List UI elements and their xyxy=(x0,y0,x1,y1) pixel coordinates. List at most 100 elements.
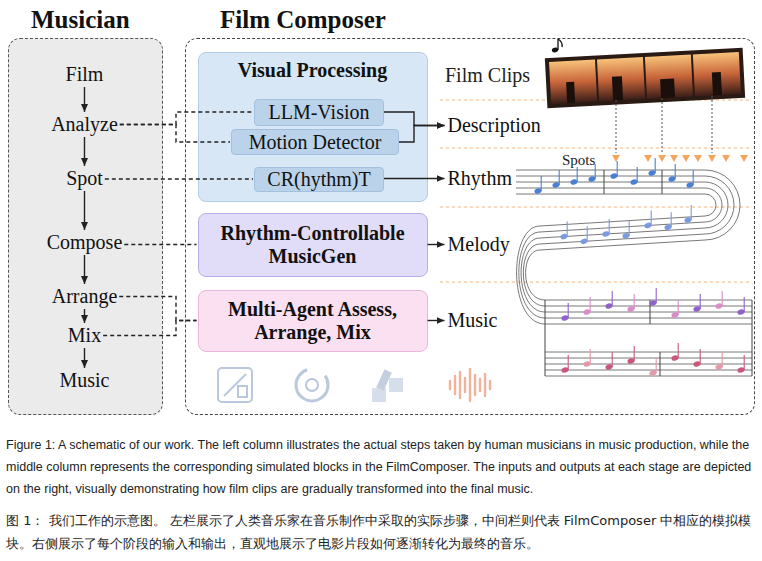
step-label: Analyze xyxy=(49,113,120,136)
note-stem xyxy=(568,355,569,370)
leader-line xyxy=(712,96,713,153)
wave-bar xyxy=(459,372,461,398)
film-frame xyxy=(549,60,597,104)
note-stem xyxy=(634,346,635,361)
note-stem xyxy=(691,205,692,220)
flow-arrow xyxy=(84,137,85,166)
module-title: Visual Processing xyxy=(199,59,427,82)
music-note xyxy=(737,297,746,316)
label-text: Analyze xyxy=(51,113,118,136)
output-label: Description xyxy=(446,114,543,137)
wave-bar xyxy=(454,376,456,394)
flow-arrow xyxy=(384,178,445,179)
note-stem xyxy=(590,349,591,364)
output-label: Melody xyxy=(446,233,512,256)
step-label: Music xyxy=(58,369,112,392)
label-text: Mix xyxy=(68,324,101,347)
film-strip xyxy=(545,48,745,108)
output-label: Music xyxy=(446,309,500,332)
wave-bar xyxy=(479,379,481,391)
note-stem xyxy=(559,170,560,185)
note-stem xyxy=(656,288,657,303)
step-label: Mix xyxy=(66,324,103,347)
label-text: Description xyxy=(448,114,541,137)
wave-bar xyxy=(474,375,476,395)
column-panel: MusicianFilmAnalyzeSpotComposeArrangeMix… xyxy=(8,38,163,415)
label-text: Spot xyxy=(66,167,103,190)
note-stem xyxy=(612,291,613,306)
staff-line xyxy=(545,364,752,365)
staff-line xyxy=(545,352,752,353)
music-note xyxy=(561,303,570,322)
note-stem xyxy=(722,352,723,367)
note-stem xyxy=(612,352,613,367)
note-stem xyxy=(655,158,656,173)
label-text: Rhythm xyxy=(448,167,512,190)
note-stem xyxy=(557,39,558,50)
clip-label: Film Clips xyxy=(445,64,530,87)
film-frame xyxy=(597,57,645,101)
note-stem xyxy=(656,358,657,373)
staff-line xyxy=(545,376,752,377)
panel-heading: Musician xyxy=(31,6,130,35)
music-note xyxy=(737,355,746,374)
bar-line xyxy=(660,352,661,376)
note-stem xyxy=(700,294,701,309)
submodule-box: LLM-Vision xyxy=(254,99,384,126)
figure-silhouette xyxy=(712,72,722,95)
film-frame xyxy=(693,52,741,96)
submodule-text: Motion Detector xyxy=(249,131,382,154)
step-label: Spot xyxy=(64,167,105,190)
note-stem xyxy=(617,161,618,176)
note-stem xyxy=(744,355,745,370)
note-stem xyxy=(744,297,745,312)
wave-bar xyxy=(449,381,451,389)
music-note xyxy=(583,349,592,368)
note-stem xyxy=(577,167,578,182)
label-text: Arrange xyxy=(52,285,118,308)
bar-line xyxy=(545,300,546,376)
step-label: Arrange xyxy=(50,285,120,308)
bar-line xyxy=(752,300,753,376)
staff-line xyxy=(545,358,752,359)
note-stem xyxy=(567,222,568,237)
music-note xyxy=(570,167,579,186)
flow-arrow xyxy=(84,255,85,284)
wave-bar xyxy=(489,381,491,389)
figure-caption: Figure 1: A schematic of our work. The l… xyxy=(6,434,756,500)
note-stem xyxy=(651,210,652,225)
note-stem xyxy=(590,297,591,312)
icon-robot xyxy=(372,388,386,402)
flow-arrow xyxy=(84,191,85,230)
strip-base xyxy=(545,48,745,108)
note-stem xyxy=(609,219,610,234)
music-note xyxy=(630,167,639,186)
label-text: Film xyxy=(66,63,104,86)
caption-translation: 图 1： 我们工作的示意图。 左栏展示了人类音乐家在音乐制作中采取的实际步骤，中… xyxy=(6,509,756,555)
note-stem xyxy=(700,349,701,364)
music-note xyxy=(560,222,569,241)
note-stem xyxy=(693,170,694,185)
note-stem xyxy=(634,294,635,309)
module-box: Rhythm-Controllable MusicGen xyxy=(198,213,428,277)
wave-bar xyxy=(464,378,466,392)
submodule-box: Motion Detector xyxy=(231,129,399,155)
label-text: Compose xyxy=(47,231,123,254)
submodule-text: LLM-Vision xyxy=(268,101,369,124)
note-stem xyxy=(678,300,679,315)
step-label: Film xyxy=(64,63,106,86)
flow-arrow xyxy=(428,244,445,245)
label-text: Melody xyxy=(448,233,510,256)
note-stem xyxy=(568,303,569,318)
label-text: Music xyxy=(60,369,110,392)
label-text: Music xyxy=(448,309,498,332)
music-note xyxy=(602,219,611,238)
music-note xyxy=(580,226,589,245)
note-stem xyxy=(678,343,679,358)
spots-label: Spots xyxy=(562,152,595,169)
music-note xyxy=(583,297,592,316)
flow-arrow xyxy=(84,309,85,323)
